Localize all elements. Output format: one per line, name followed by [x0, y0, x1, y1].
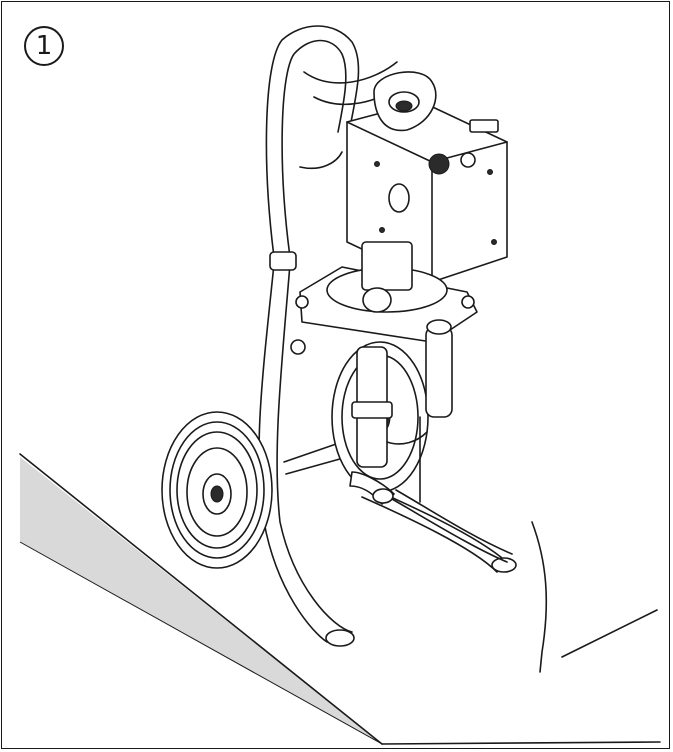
leg-foot-right: [491, 557, 517, 573]
switch-bracket: [469, 119, 499, 133]
step-number-label: 1: [35, 31, 53, 61]
leg-foot-left: [325, 629, 355, 647]
pump-lower: [349, 319, 513, 563]
outlet-port: [362, 287, 392, 313]
motor-housing: [346, 71, 508, 283]
floor-ramp: [19, 453, 661, 745]
step-number-badge: 1: [24, 26, 64, 66]
wheel-left: [161, 411, 273, 569]
cart-frame: [258, 25, 517, 647]
frame-clamp: [269, 251, 297, 271]
pressure-knob-icon: [428, 153, 450, 175]
siphon-cylinder: [425, 326, 453, 418]
gauge-icon: [460, 152, 476, 168]
